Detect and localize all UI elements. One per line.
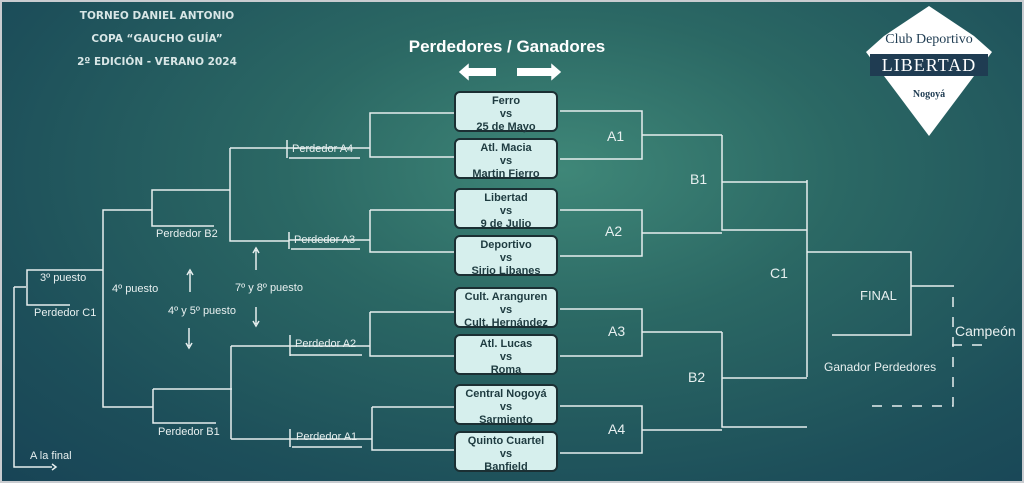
tournament-name: TORNEO DANIEL ANTONIO bbox=[79, 10, 235, 22]
label-a4: A4 bbox=[608, 421, 626, 437]
loser-a3: Perdedor A3 bbox=[294, 234, 356, 246]
match-away: Cult. Hernández bbox=[464, 317, 548, 329]
match-home: Deportivo bbox=[480, 239, 532, 251]
match-home: Ferro bbox=[491, 95, 521, 107]
match-home: Libertad bbox=[484, 192, 528, 204]
match-vs: vs bbox=[499, 351, 513, 363]
bracket-header: Perdedores / Ganadores bbox=[408, 37, 606, 56]
match-home: Atl. Macia bbox=[480, 142, 532, 154]
match-vs: vs bbox=[499, 155, 513, 167]
match-vs: vs bbox=[499, 252, 513, 264]
match-vs: vs bbox=[499, 108, 513, 120]
loser-b1: Perdedor B1 bbox=[158, 426, 220, 438]
match-away: 9 de Julio bbox=[480, 218, 532, 230]
loser-b2: Perdedor B2 bbox=[156, 228, 218, 240]
edition: 2º EDICIÓN - VERANO 2024 bbox=[77, 56, 237, 68]
fourth-fifth-place: 4º y 5º puesto bbox=[168, 305, 236, 317]
match-away: Sarmiento bbox=[479, 414, 533, 426]
cup-name: COPA “GAUCHO GUÍA” bbox=[91, 33, 223, 45]
match-home: Quinto Cuartel bbox=[467, 435, 545, 447]
loser-a4: Perdedor A4 bbox=[292, 143, 354, 155]
match-away: 25 de Mayo bbox=[476, 121, 536, 133]
label-champion: Campeón bbox=[955, 323, 1016, 339]
match-home: Cult. Aranguren bbox=[464, 291, 548, 303]
label-a3: A3 bbox=[608, 323, 626, 339]
label-losers-winner: Ganador Perdedores bbox=[824, 360, 937, 374]
fourth-place: 4º puesto bbox=[112, 283, 159, 295]
logo-line3: Nogoyá bbox=[912, 89, 946, 100]
label-b2: B2 bbox=[688, 369, 706, 385]
logo-line1: Club Deportivo bbox=[885, 32, 973, 47]
match-vs: vs bbox=[499, 448, 513, 460]
to-final: A la final bbox=[30, 450, 72, 462]
label-final: FINAL bbox=[860, 288, 897, 303]
label-a1: A1 bbox=[607, 128, 625, 144]
match-vs: vs bbox=[499, 205, 513, 217]
match-away: Martin Fierro bbox=[472, 168, 540, 180]
match-vs: vs bbox=[499, 401, 513, 413]
match-vs: vs bbox=[499, 304, 513, 316]
match-home: Atl. Lucas bbox=[479, 338, 533, 350]
label-b1: B1 bbox=[690, 171, 708, 187]
label-c1: C1 bbox=[770, 265, 788, 281]
loser-a1: Perdedor A1 bbox=[296, 431, 358, 443]
match-away: Sirio Libanes bbox=[471, 265, 541, 277]
seventh-eighth-place: 7º y 8º puesto bbox=[235, 282, 303, 294]
match-home: Central Nogoyá bbox=[465, 388, 547, 400]
match-away: Roma bbox=[490, 364, 522, 376]
label-a2: A2 bbox=[605, 223, 623, 239]
club-logo: Club Deportivo LIBERTAD Nogoyá bbox=[866, 4, 992, 138]
third-place: 3º puesto bbox=[40, 272, 87, 284]
match-away: Banfield bbox=[484, 461, 528, 473]
loser-c1: Perdedor C1 bbox=[34, 307, 97, 319]
logo-line2: LIBERTAD bbox=[881, 55, 977, 75]
loser-a2: Perdedor A2 bbox=[295, 338, 357, 350]
